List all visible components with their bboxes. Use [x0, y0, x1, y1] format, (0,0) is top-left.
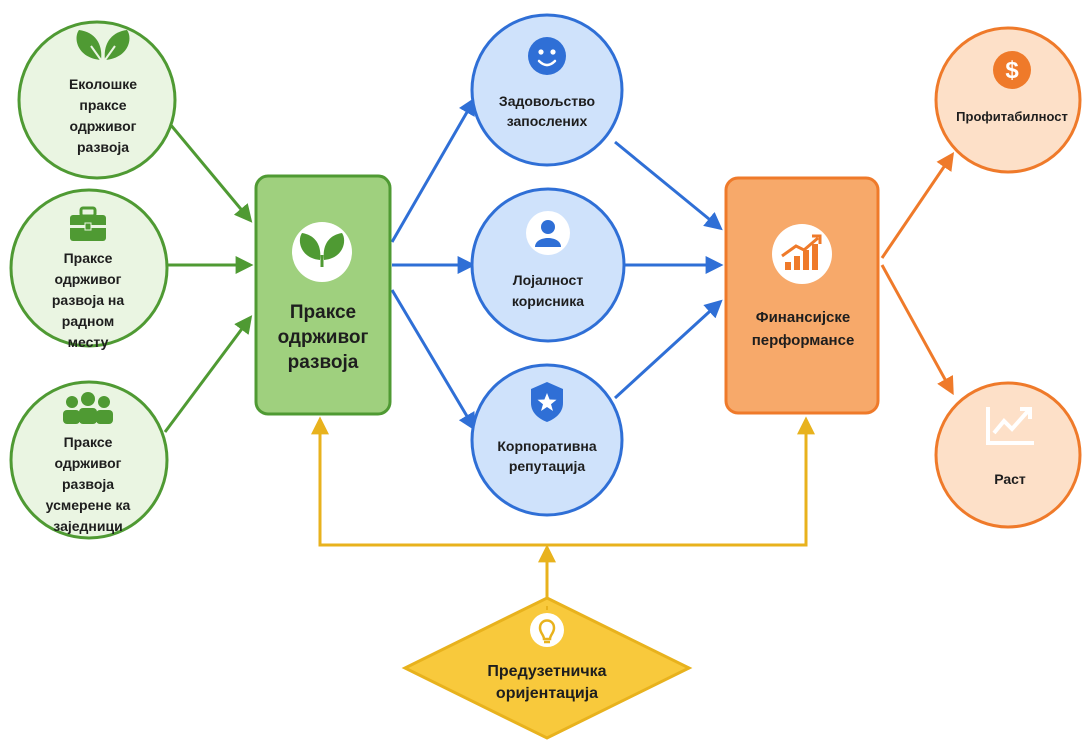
- growth-chart-icon: [772, 224, 832, 284]
- people-icon: [63, 392, 113, 424]
- moderator-bracket: [318, 420, 808, 547]
- arrow-input-1-to-center: [163, 117, 253, 223]
- shield-star-icon: [531, 382, 563, 422]
- leaf-icon: [76, 30, 130, 66]
- result-node-growth: Раст: [934, 381, 1082, 529]
- arrow-outcome-to-result-2: [880, 264, 954, 396]
- trend-icon: [986, 407, 1034, 445]
- smiley-icon: [528, 37, 566, 75]
- user-icon: [526, 211, 570, 255]
- dollar-icon: $: [993, 51, 1031, 89]
- connectors: [163, 96, 955, 598]
- arrow-center-to-mediator-3: [390, 289, 476, 432]
- leaf-icon: [292, 222, 352, 282]
- arrow-mediator-3-to-outcome: [613, 299, 723, 400]
- briefcase-icon: [70, 206, 106, 241]
- svg-text:$: $: [1005, 57, 1019, 84]
- result-label: Раст: [994, 471, 1026, 487]
- result-node-profitability: $ Профитабилност: [934, 26, 1082, 174]
- lightbulb-icon: [530, 606, 564, 647]
- arrow-outcome-to-result-1: [880, 152, 955, 259]
- arrow-mediator-1-to-outcome: [614, 140, 723, 231]
- arrow-input-3-to-center: [163, 315, 253, 433]
- arrow-center-to-mediator-1: [390, 96, 476, 243]
- result-label: Профитабилност: [956, 109, 1068, 124]
